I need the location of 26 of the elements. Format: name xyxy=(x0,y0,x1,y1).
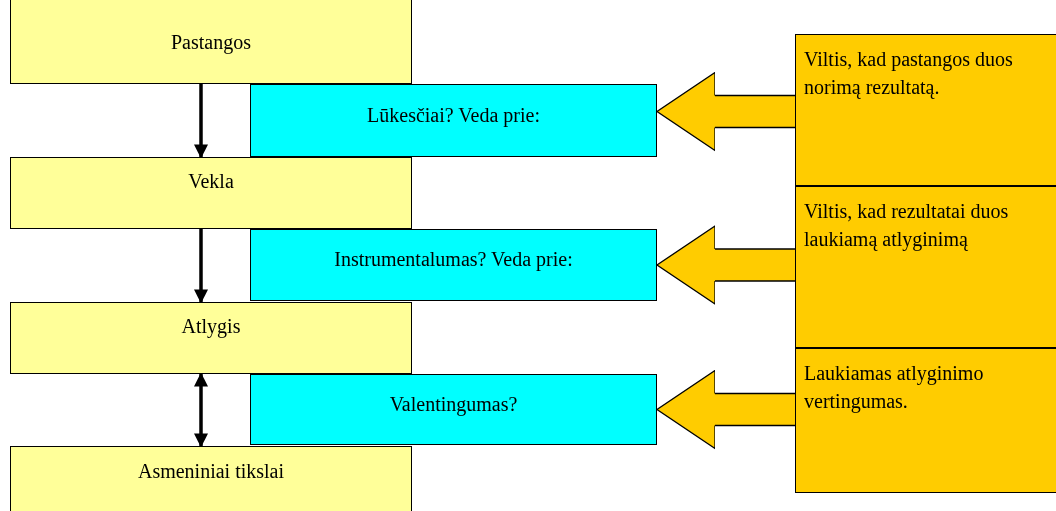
callout-text: Viltis, kad rezultatai duos laukiamą atlyginimą xyxy=(804,199,1010,253)
box-label: Instrumentalumas? Veda prie: xyxy=(333,247,574,271)
step-box xyxy=(10,157,412,229)
step-box xyxy=(10,302,412,374)
step-box xyxy=(10,446,412,511)
arrow xyxy=(194,84,208,159)
block-arrow xyxy=(656,71,796,152)
callout-text: Viltis, kad pastangos duos norimą rezultatą. xyxy=(804,47,1014,101)
step-box xyxy=(10,0,412,84)
box-label: Lūkesčiai? Veda prie: xyxy=(366,102,541,127)
box-label: Pastangos xyxy=(170,30,252,54)
box-label: Asmeniniai tikslai xyxy=(136,459,286,483)
question-box xyxy=(250,374,657,445)
block-arrow xyxy=(656,369,796,450)
callout-box xyxy=(795,348,1056,493)
question-box xyxy=(250,84,657,157)
callout-text: Laukiamas atlyginimo vertingumas. xyxy=(804,361,985,415)
callout-box xyxy=(795,34,1056,186)
arrow xyxy=(194,229,208,304)
callout-box xyxy=(795,186,1056,348)
question-box xyxy=(250,229,657,301)
block-arrow xyxy=(656,225,796,305)
box-label: Valentingumas? xyxy=(388,391,519,416)
box-label: Atlygis xyxy=(180,314,242,338)
box-label: Vekla xyxy=(187,169,235,193)
arrow xyxy=(194,372,208,448)
